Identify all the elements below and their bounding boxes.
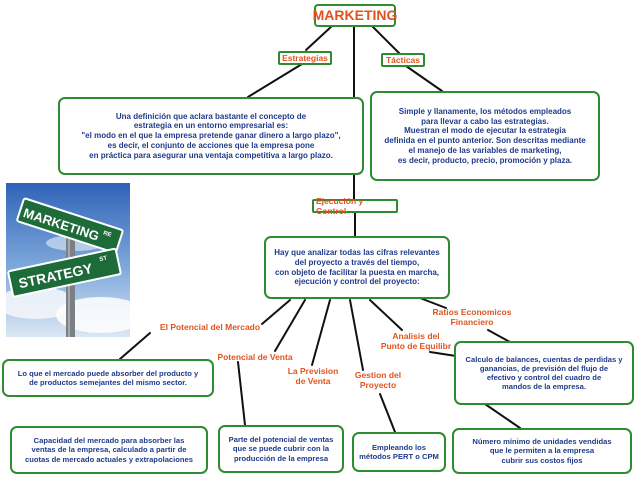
line-ratios-box2: [484, 403, 521, 429]
line-to-gestion: [349, 299, 364, 371]
potencial-venta-text: Parte del potencial de ventas que se pue…: [228, 435, 334, 463]
root-node-marketing: MARKETING: [312, 4, 398, 27]
line-root-tacticas: [371, 25, 401, 55]
label-prevision-venta: La Prevision de Venta: [287, 366, 339, 387]
label-tacticas: Tácticas: [381, 53, 425, 67]
potencial-mercado-box: Lo que el mercado puede absorber del pro…: [2, 359, 214, 397]
line-to-potencial-venta: [274, 299, 306, 352]
ejecucion-label-text: Ejecución y Control: [316, 196, 364, 216]
ratios-box: Calculo de balances, cuentas de perdidas…: [454, 341, 634, 405]
ratios-text: Calculo de balances, cuentas de perdidas…: [465, 354, 623, 392]
sign-sup-re: RE: [102, 230, 112, 238]
equilibrio-text: Número mínimo de unidades vendidas que l…: [472, 437, 612, 465]
gestion-text: Empleando los métodos PERT o CPM: [359, 442, 439, 461]
tacticas-text: Simple y llanamente, los métodos emplead…: [384, 106, 586, 165]
equilibrio-box: Número mínimo de unidades vendidas que l…: [452, 428, 632, 474]
tacticas-label-text: Tácticas: [385, 55, 421, 65]
capacidad-mercado-text: Capacidad del mercado para absorber las …: [25, 436, 193, 464]
label-potencial-venta: Potencial de Venta: [217, 352, 293, 362]
line-to-equilibrio: [369, 299, 403, 331]
capacidad-mercado-box: Capacidad del mercado para absorber las …: [10, 426, 208, 474]
potencial-mercado-text: Lo que el mercado puede absorber del pro…: [17, 368, 199, 387]
estrategias-text: Una definición que aclara bastante el co…: [81, 111, 341, 160]
sign-sup-st: ST: [99, 256, 108, 264]
tacticas-box: Simple y llanamente, los métodos emplead…: [370, 91, 600, 181]
line-potventa-box2: [237, 361, 246, 426]
label-ratios: Ratios Economicos Financiero: [432, 307, 512, 328]
label-estrategias: Estrategias: [278, 51, 332, 65]
line-tacticas-box: [405, 65, 443, 92]
line-potmercado-box: [119, 332, 151, 360]
line-to-prevision: [311, 299, 331, 366]
ejecucion-box: Hay que analizar todas las cifras releva…: [264, 236, 450, 299]
label-potencial-mercado: El Potencial del Mercado: [159, 322, 261, 332]
estrategias-box: Una definición que aclara bastante el co…: [58, 97, 364, 175]
label-analisis-equilibrio: Analisis del Punto de Equilibr: [380, 331, 452, 352]
marketing-strategy-sign-image: MARKETING RE STRATEGY ST: [6, 183, 130, 337]
line-equilibrio-box1: [429, 351, 457, 357]
root-label: MARKETING: [312, 6, 398, 23]
label-ejecucion-control: Ejecución y Control: [312, 196, 398, 216]
line-to-potencial-mercado: [261, 299, 291, 325]
potencial-venta-box: Parte del potencial de ventas que se pue…: [218, 425, 344, 473]
estrategias-label-text: Estrategias: [282, 53, 328, 63]
line-root-estrategias: [305, 25, 333, 51]
line-to-ratios: [419, 297, 447, 309]
gestion-box: Empleando los métodos PERT o CPM: [352, 432, 446, 472]
label-gestion-proyecto: Gestion del Proyecto: [354, 370, 402, 391]
ejecucion-text: Hay que analizar todas las cifras releva…: [274, 248, 440, 287]
line-ratios-box: [487, 329, 511, 343]
line-gestion-box: [379, 393, 396, 433]
line-estrategias-box: [247, 63, 303, 98]
